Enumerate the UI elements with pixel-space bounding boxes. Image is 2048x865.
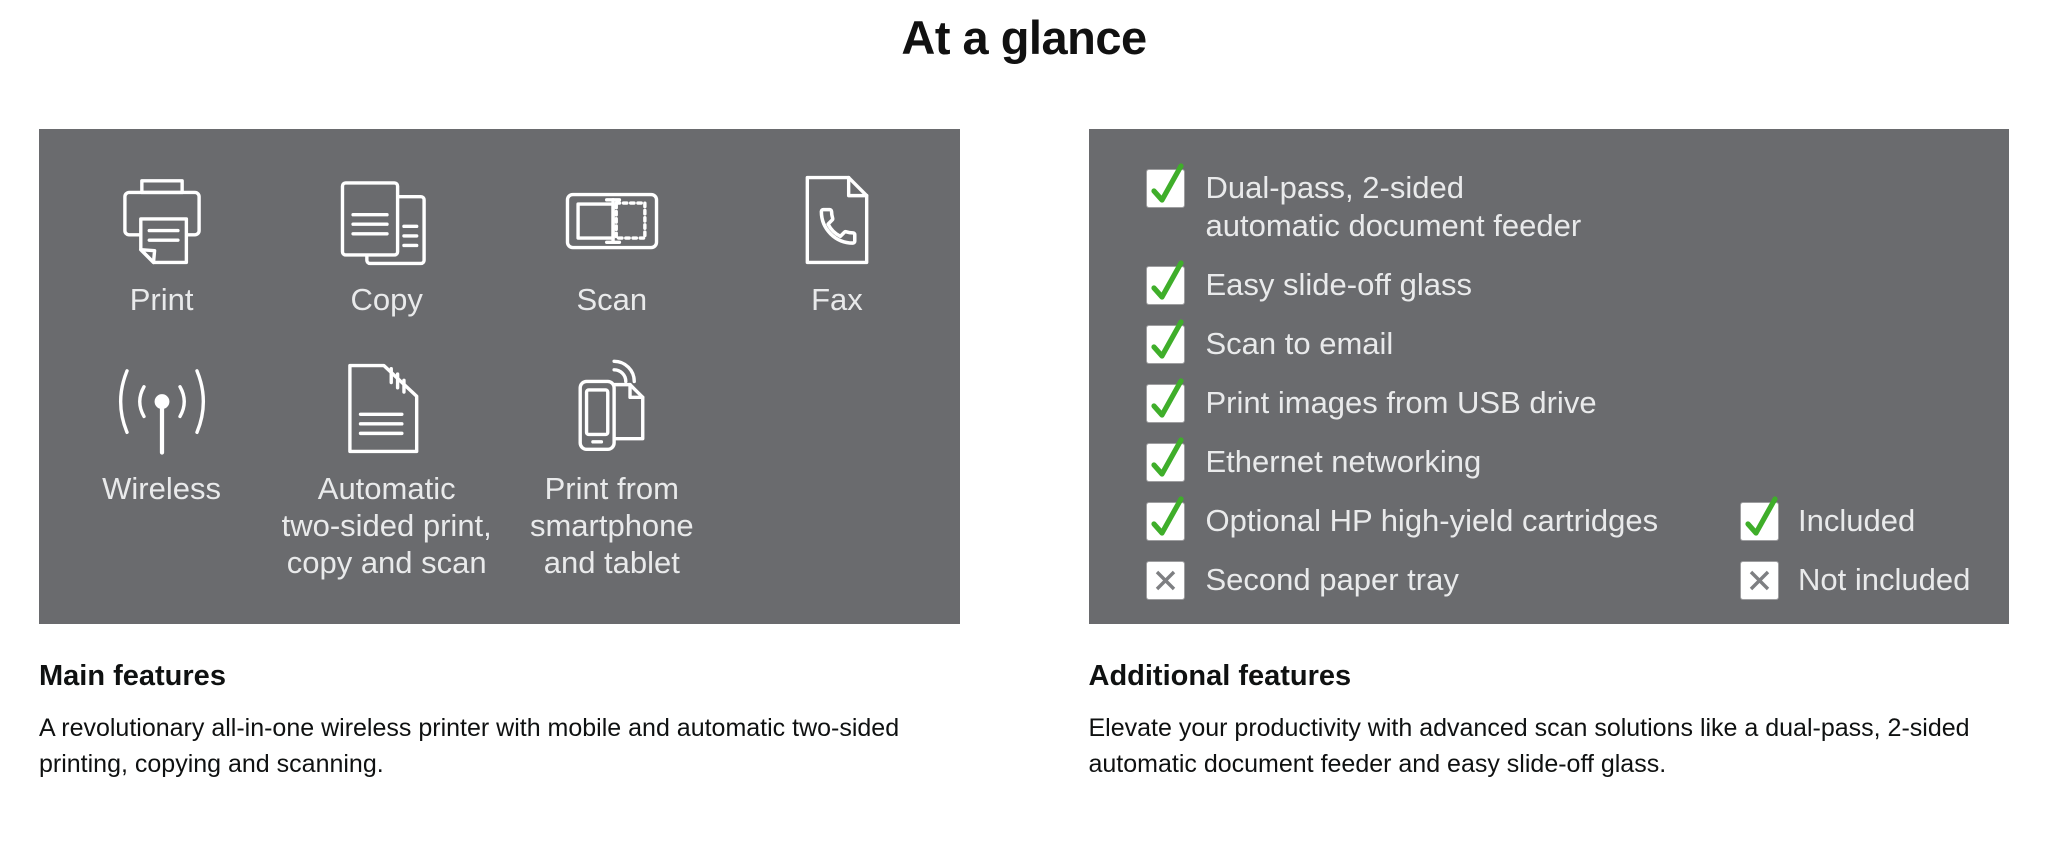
additional-features-heading: Additional features (1088, 660, 1352, 692)
checklist-item: Scan to email (1146, 319, 1984, 363)
feature-label: Scan (576, 282, 648, 317)
checklist-item-label: Optional HP high-yield cartridges (1205, 503, 1659, 538)
feature-fax: Fax (724, 167, 949, 318)
unchecked-checkbox-icon (1146, 562, 1184, 599)
checklist-item-label: Easy slide-off glass (1205, 267, 1473, 302)
page-title: At a glance (901, 11, 1147, 64)
feature-label: Fax (811, 282, 863, 317)
main-features-panel: Print Copy (39, 129, 960, 624)
mobile-print-icon (578, 359, 645, 451)
checked-checkbox-icon (1146, 260, 1184, 304)
main-features-heading: Main features (39, 660, 226, 692)
additional-features-description: Elevate your productivity with advanced … (1088, 714, 1970, 778)
legend-label: Included (1798, 503, 1916, 538)
checklist-item: Print images from USB drive (1146, 378, 1984, 422)
wireless-icon (118, 369, 205, 455)
feature-scan: Scan (499, 167, 724, 318)
legend-included: Included (1741, 496, 1983, 540)
feature-label: Copy (350, 282, 423, 317)
feature-print: Print (49, 167, 274, 318)
print-icon (122, 179, 201, 265)
feature-mobile-print: Print from smartphone and tablet (499, 356, 724, 581)
two-sided-icon (347, 363, 419, 454)
feature-copy: Copy (274, 167, 499, 318)
feature-wireless: Wireless (49, 356, 274, 581)
scan-icon (565, 192, 659, 250)
feature-label: Print from smartphone and tablet (529, 471, 694, 580)
checked-checkbox-icon (1146, 437, 1184, 481)
feature-label: Wireless (102, 471, 221, 506)
fax-icon (805, 175, 869, 265)
checked-checkbox-icon (1146, 163, 1184, 207)
feature-checklist: Dual-pass, 2-sided automatic document fe… (1089, 129, 2010, 599)
checked-checkbox-icon (1741, 496, 1778, 540)
checklist-item: Optional HP high-yield cartridges Includ… (1146, 496, 1984, 540)
feature-label: Print (129, 282, 194, 317)
checked-checkbox-icon (1146, 496, 1184, 540)
checklist-item-label: Print images from USB drive (1205, 385, 1597, 420)
at-a-glance-module: At a glance Print (0, 11, 2048, 782)
checked-checkbox-icon (1146, 378, 1184, 422)
checklist-item: Dual-pass, 2-sided automatic document fe… (1146, 163, 1984, 245)
unchecked-checkbox-icon (1741, 562, 1778, 599)
checked-checkbox-icon (1146, 319, 1184, 363)
panels-container: Print Copy (0, 129, 2048, 782)
checklist-item: Second paper tray Not included (1146, 561, 1984, 599)
checklist-item-label: Second paper tray (1205, 562, 1459, 597)
copy-icon (340, 181, 426, 266)
legend-label: Not included (1798, 562, 1971, 597)
legend-not-included: Not included (1741, 561, 1983, 599)
additional-features-column: Dual-pass, 2-sided automatic document fe… (1088, 129, 2010, 782)
checklist-item-label: Dual-pass, 2-sided automatic document fe… (1205, 170, 1582, 243)
feature-label: Automatic two-sided print, copy and scan (281, 471, 492, 580)
checklist-item: Easy slide-off glass (1146, 260, 1984, 304)
feature-two-sided: Automatic two-sided print, copy and scan (274, 356, 499, 581)
main-features-description: A revolutionary all-in-one wireless prin… (39, 714, 900, 778)
checklist-item-label: Ethernet networking (1205, 444, 1482, 479)
checklist-item-label: Scan to email (1205, 326, 1394, 361)
additional-features-panel: Dual-pass, 2-sided automatic document fe… (1088, 129, 2010, 624)
main-features-column: Print Copy (39, 129, 960, 782)
feature-icon-grid: Print Copy (39, 129, 960, 581)
checklist-item: Ethernet networking (1146, 437, 1984, 481)
